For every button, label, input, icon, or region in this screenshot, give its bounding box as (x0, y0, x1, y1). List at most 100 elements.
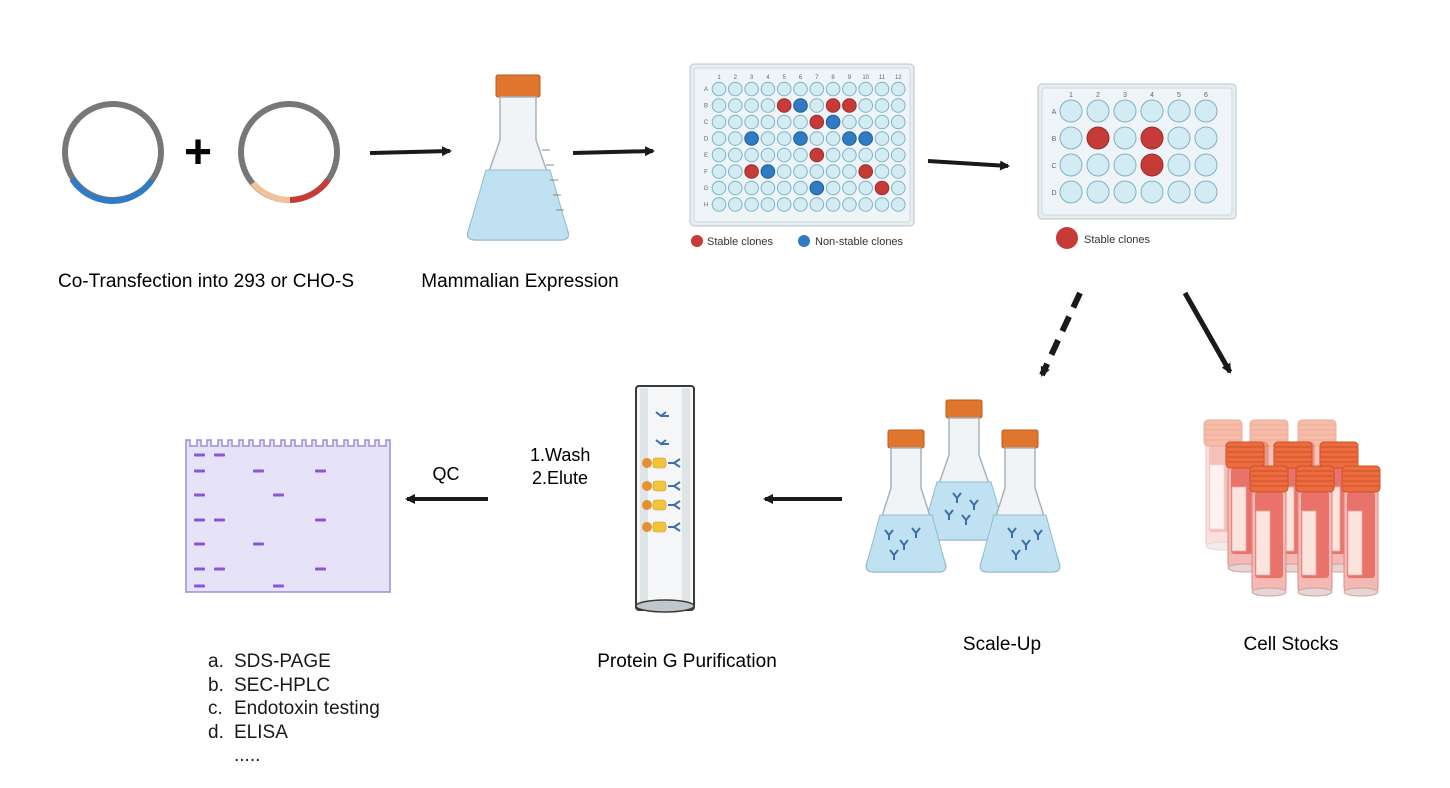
expression-label: Mammalian Expression (421, 271, 618, 292)
plate96-col-label: 3 (750, 75, 754, 81)
plate96-well (744, 147, 759, 163)
plate96-row-label: H (704, 203, 708, 209)
plate96-well (728, 81, 743, 97)
scaleup-label: Scale-Up (963, 634, 1041, 655)
legend24-stable-label: Stable clones (1084, 234, 1151, 246)
plate96-well (793, 114, 808, 130)
cryotube-icon (1249, 465, 1289, 597)
plate96-well (842, 147, 857, 163)
plate96-well (825, 131, 841, 146)
plate96-well (891, 197, 906, 212)
plate96-well (776, 81, 792, 97)
cotransfection-label: Co-Transfection into 293 or CHO-S (58, 271, 354, 292)
plate96-well (793, 81, 808, 97)
gel-band (315, 567, 326, 571)
plate96-well (809, 197, 825, 212)
plate24-well (1167, 153, 1191, 177)
plate96-well (760, 98, 776, 113)
protein-g-icon (652, 457, 667, 469)
plate96-well (744, 197, 759, 212)
qc-item-marker: c. (208, 698, 223, 719)
plate24-well (1086, 180, 1110, 204)
cryotube-icon (1341, 465, 1381, 597)
legend-stable-label: Stable clones (707, 236, 774, 248)
plate96-well (858, 114, 874, 130)
plate96-well (793, 180, 808, 196)
qc-item: c.Endotoxin testing (208, 697, 380, 721)
antibody-icon (668, 458, 681, 468)
plate96-row-label: B (704, 104, 708, 110)
plate96-well (842, 180, 857, 196)
flask-icon (466, 74, 570, 241)
plate96-col-label: 11 (879, 75, 886, 81)
plate24-well (1059, 99, 1083, 123)
legend-stable-dot (691, 235, 703, 247)
plate96-well (809, 164, 825, 179)
plate24-row-label: C (1051, 163, 1056, 170)
proteing-label: Protein G Purification (597, 651, 777, 672)
plasmid-2-icon (238, 101, 340, 204)
plate96-well (809, 180, 825, 196)
plate24-well (1086, 99, 1110, 123)
bead-icon (642, 458, 652, 468)
plate96-col-label: 12 (895, 75, 902, 81)
gel-band (214, 567, 225, 571)
gel-band (214, 453, 225, 457)
plate96-well (760, 197, 776, 212)
plate24-well (1086, 153, 1110, 177)
plate24-row-label: B (1052, 136, 1057, 143)
plate24-col-label: 1 (1069, 92, 1073, 99)
plate96-well (825, 147, 841, 163)
bead-icon (642, 522, 652, 532)
plate96-well (874, 98, 890, 113)
plate96-col-label: 1 (717, 75, 721, 81)
plate96-well (793, 98, 808, 113)
wash-label: 1.Wash (530, 445, 590, 465)
cell-stocks-icon (1203, 419, 1381, 597)
plate96-well (793, 164, 808, 179)
plate96-well (728, 114, 743, 130)
plate96-col-label: 9 (848, 75, 852, 81)
arrow-3 (927, 159, 1010, 171)
plate96-well (858, 131, 874, 146)
plate96-well (842, 131, 857, 146)
plate96-well (891, 131, 906, 146)
plate96-well (728, 164, 743, 179)
plate96-well (744, 131, 759, 146)
gel-band (194, 567, 205, 571)
plate24-col-label: 2 (1096, 92, 1100, 99)
plate24-well (1113, 180, 1137, 204)
plate96-col-label: 7 (815, 75, 819, 81)
plate24-well (1113, 153, 1137, 177)
sds-page-gel-icon (185, 439, 391, 593)
plate96-well (728, 98, 743, 113)
plate96-well (891, 147, 906, 163)
qc-item-text: ELISA (234, 721, 288, 743)
plate96-well (858, 147, 874, 163)
qc-item-marker: a. (208, 651, 224, 672)
legend-nonstable-label: Non-stable clones (815, 236, 904, 248)
gel-band (194, 584, 205, 588)
plate96-col-label: 4 (766, 75, 770, 81)
protein-g-icon (652, 521, 667, 533)
plate96-row-label: D (704, 137, 709, 143)
plate24-well (1086, 126, 1110, 150)
plate96-well (793, 147, 808, 163)
legend24-stable-dot (1056, 227, 1078, 249)
plate96-well (825, 81, 841, 97)
dashed-arrow (1039, 291, 1083, 377)
plate96-well (891, 180, 906, 196)
plate24-well (1194, 99, 1218, 123)
cryotube-icon (1295, 465, 1335, 597)
plate96-well (776, 98, 792, 113)
plate96-well (874, 81, 890, 97)
plate24-well (1140, 99, 1164, 123)
plate24-col-label: 4 (1150, 92, 1154, 99)
bead-icon (642, 500, 652, 510)
plate96-col-label: 6 (799, 75, 803, 81)
plate24-col-label: 3 (1123, 92, 1127, 99)
gel-band (194, 469, 205, 473)
plate96-well (809, 98, 825, 113)
